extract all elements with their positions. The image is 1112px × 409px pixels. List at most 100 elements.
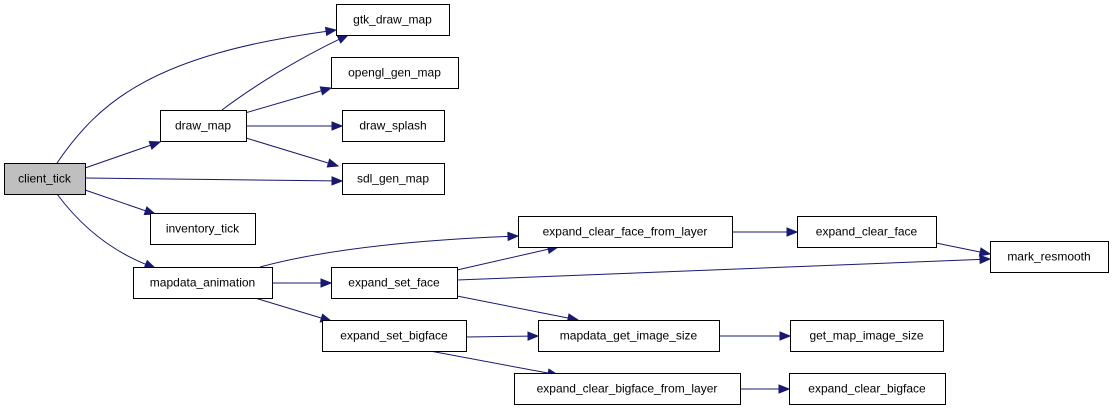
edge-expand_set_face-to-mark_resmooth [456,254,992,281]
node-box[interactable] [322,320,467,352]
node-label[interactable]: draw_map [175,119,231,133]
node-label[interactable]: opengl_gen_map [348,66,441,80]
edge-expand_set_bigface-to-mapdata_get_image_size [465,331,540,341]
node-client_tick[interactable]: client_tick [4,163,86,195]
edge-expand_clear_face_from_layer-to-expand_clear_face [732,227,799,237]
arrowhead-icon [326,158,340,168]
edge-client_tick-to-sdl_gen_map [84,176,344,186]
edge-line [456,295,570,319]
node-box[interactable] [990,241,1109,273]
arrowhead-icon [148,140,162,150]
edge-draw_map-to-opengl_gen_map [244,86,333,114]
arrowhead-icon [143,259,157,269]
node-label[interactable]: expand_set_face [348,276,440,290]
node-opengl_gen_map[interactable]: opengl_gen_map [331,57,459,89]
node-draw_splash[interactable]: draw_splash [342,110,445,142]
arrowhead-icon [331,121,344,131]
edge-line [254,297,323,319]
node-box[interactable] [514,373,741,405]
node-label[interactable]: expand_clear_face [816,225,918,239]
node-draw_map[interactable]: draw_map [160,110,247,142]
node-box[interactable] [797,216,937,248]
node-box[interactable] [150,213,256,245]
arrowhead-icon [331,176,344,186]
node-box[interactable] [336,4,450,36]
node-label[interactable]: expand_clear_bigface_from_layer [537,382,718,396]
node-gtk_draw_map[interactable]: gtk_draw_map [336,4,450,36]
node-label[interactable]: draw_splash [359,119,426,133]
edge-line [84,189,147,212]
edge-expand_set_face-to-mapdata_get_image_size [456,295,580,323]
node-box[interactable] [4,163,86,195]
arrowhead-icon [507,231,520,242]
edge-mapdata_animation-to-expand_clear_face_from_layer [259,231,520,268]
edge-expand_set_face-to-expand_clear_face_from_layer [456,244,560,271]
node-expand_clear_bigface[interactable]: expand_clear_bigface [789,373,946,405]
node-box[interactable] [789,373,946,405]
node-sdl_gen_map[interactable]: sdl_gen_map [342,163,445,195]
edge-line [465,335,530,338]
node-expand_set_bigface[interactable]: expand_set_bigface [322,320,467,352]
arrowhead-icon [786,227,799,237]
edge-line [456,258,982,281]
node-label[interactable]: expand_clear_bigface [808,382,926,396]
arrowhead-icon [143,206,157,216]
arrowhead-icon [336,34,350,44]
edge-line [56,193,147,266]
edge-line [456,248,550,271]
function-nodes: client_tick gtk_draw_map draw_map opengl_ge… [4,4,1109,405]
node-expand_clear_bigface_from_layer[interactable]: expand_clear_bigface_from_layer [514,373,741,405]
node-mapdata_get_image_size[interactable]: mapdata_get_image_size [538,320,720,352]
edge-expand_clear_bigface_from_layer-to-expand_clear_bigface [740,384,791,394]
edge-client_tick-to-mapdata_animation [56,193,157,269]
arrowhead-icon [978,247,992,257]
node-label[interactable]: expand_set_bigface [340,329,448,343]
node-label[interactable]: mark_resmooth [1007,250,1090,264]
node-label[interactable]: mapdata_get_image_size [560,329,698,343]
node-label[interactable]: gtk_draw_map [353,13,432,27]
edge-draw_map-to-sdl_gen_map [245,137,340,168]
edge-line [56,30,328,164]
edge-line [245,137,330,164]
edge-mapdata_animation-to-expand_set_face [272,278,333,288]
arrowhead-icon [979,254,992,265]
node-box[interactable] [518,216,733,248]
node-box[interactable] [538,320,720,352]
node-label[interactable]: mapdata_animation [150,276,255,290]
edge-client_tick-to-gtk_draw_map [56,26,338,164]
edge-line [259,235,510,268]
arrowhead-icon [320,278,333,288]
node-mapdata_animation[interactable]: mapdata_animation [133,267,273,299]
node-expand_clear_face[interactable]: expand_clear_face [797,216,937,248]
node-inventory_tick[interactable]: inventory_tick [150,213,256,245]
node-box[interactable] [331,57,459,89]
node-box[interactable] [790,320,944,352]
edge-line [935,242,982,253]
arrowhead-icon [324,26,338,37]
node-label[interactable]: expand_clear_face_from_layer [543,225,708,239]
node-label[interactable]: client_tick [18,172,72,186]
node-label[interactable]: sdl_gen_map [357,172,429,186]
edge-line [84,177,334,182]
edge-client_tick-to-inventory_tick [84,189,157,216]
node-mark_resmooth[interactable]: mark_resmooth [990,241,1109,273]
arrowhead-icon [778,384,791,394]
node-get_map_image_size[interactable]: get_map_image_size [790,320,944,352]
node-box[interactable] [133,267,273,299]
node-box[interactable] [331,267,458,299]
node-box[interactable] [160,110,247,142]
edge-line [244,90,323,114]
node-expand_set_face[interactable]: expand_set_face [331,267,458,299]
edge-draw_map-to-gtk_draw_map [221,34,350,111]
edge-line [84,144,152,169]
arrowhead-icon [319,86,333,96]
node-expand_clear_face_from_layer[interactable]: expand_clear_face_from_layer [518,216,733,248]
edge-line [221,38,341,111]
edge-line [429,350,550,374]
node-label[interactable]: get_map_image_size [809,329,923,343]
node-box[interactable] [342,110,445,142]
node-label[interactable]: inventory_tick [166,222,240,236]
arrowhead-icon [779,331,792,341]
node-box[interactable] [342,163,445,195]
